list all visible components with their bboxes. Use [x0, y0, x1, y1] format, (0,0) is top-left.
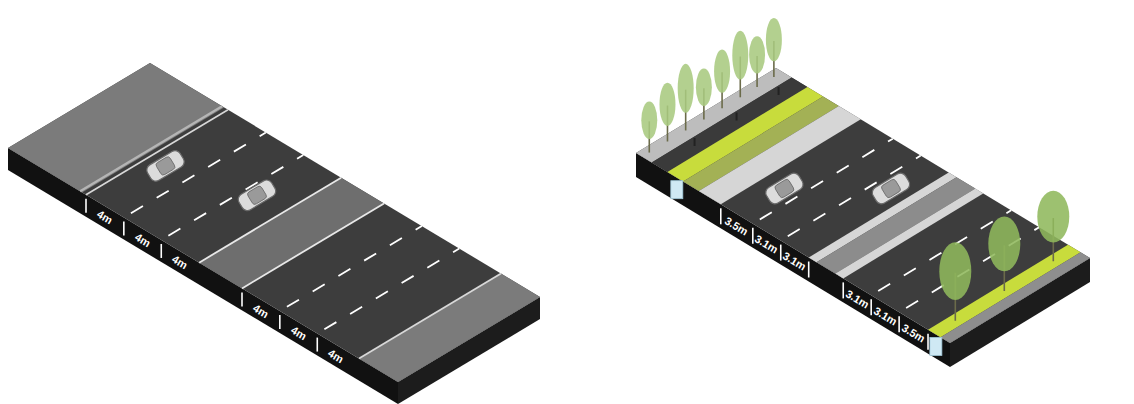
dimension-label: 3.1m — [844, 287, 872, 310]
tree — [678, 64, 694, 131]
median — [199, 178, 384, 289]
shoulder — [359, 274, 540, 382]
dimension-tick — [160, 244, 162, 258]
shoulder — [8, 63, 224, 193]
car — [764, 171, 806, 206]
pedestrian — [778, 87, 780, 95]
tree — [1037, 191, 1069, 262]
pedestrian — [694, 138, 696, 146]
lane-marking — [168, 155, 303, 236]
dimension-label: 3.1m — [753, 232, 781, 255]
dimension-label: 4m — [95, 208, 115, 226]
dimension-label: 4m — [326, 347, 346, 365]
tree — [749, 36, 765, 87]
dimension-tick — [927, 334, 929, 350]
dimension-label: 4m — [170, 253, 190, 271]
dimension-label: 3.1m — [781, 250, 809, 273]
edge-line — [359, 274, 501, 359]
dimension-tick — [316, 338, 318, 352]
dimension-label: 4m — [133, 230, 153, 248]
road-surface — [636, 68, 1090, 343]
road-surface — [8, 63, 540, 382]
dimension-tick — [123, 221, 125, 235]
tree — [939, 242, 971, 320]
pedestrian — [736, 113, 738, 121]
car — [236, 178, 278, 213]
edge-line — [199, 178, 341, 263]
tree — [766, 18, 782, 77]
dimension-tick — [85, 199, 87, 213]
dimension-label: 3.1m — [871, 304, 899, 327]
dimension-tick — [279, 315, 281, 329]
tree — [988, 217, 1020, 291]
lane-marking — [287, 226, 422, 307]
dimension-tick — [808, 262, 810, 278]
drain — [671, 181, 683, 199]
dimension-label: 4m — [289, 324, 309, 342]
tree — [732, 31, 748, 98]
guardrail — [80, 106, 222, 191]
edge-line — [86, 110, 228, 195]
lane-marking — [324, 249, 459, 330]
tree — [659, 83, 675, 142]
tree — [641, 102, 657, 153]
tree — [696, 68, 712, 119]
lane-marking — [760, 139, 893, 220]
drain — [930, 337, 942, 355]
dimension-label: 4m — [251, 301, 271, 319]
edge-line — [242, 203, 384, 288]
tree — [714, 50, 730, 109]
car — [870, 171, 912, 206]
lane-marking — [788, 156, 921, 237]
dimension-label: 3.5m — [723, 214, 751, 237]
dimension-label: 3.5m — [900, 321, 928, 344]
dimension-tick — [241, 292, 243, 306]
dimension-tick — [720, 208, 722, 224]
buffer — [699, 106, 861, 204]
car — [145, 148, 187, 183]
